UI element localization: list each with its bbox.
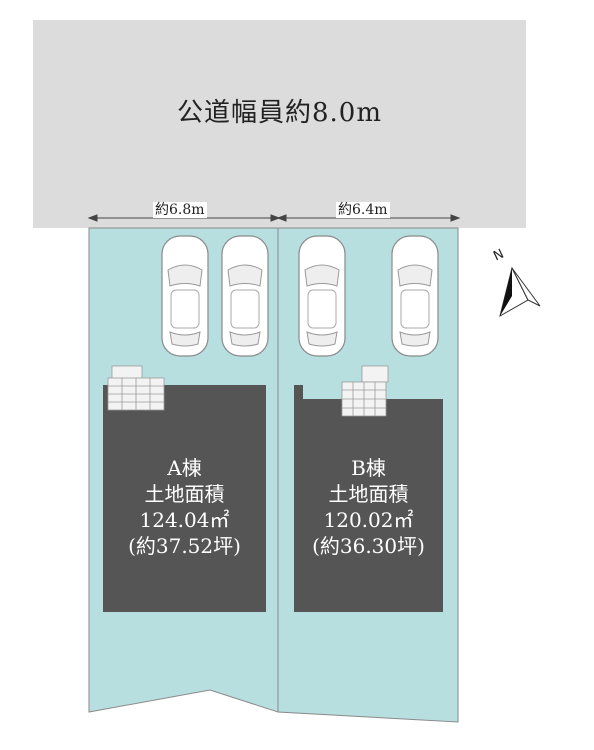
compass-arrow-icon [499, 266, 541, 318]
frontage-width-b: 約6.4m [336, 202, 390, 218]
lot-b-info: B棟 土地面積 120.02㎡ (約36.30坪) [294, 455, 443, 559]
lot-b-area: 120.02㎡ [323, 508, 414, 532]
lot-b-area-label: 土地面積 [328, 482, 409, 506]
lot-a-area-label: 土地面積 [144, 482, 225, 506]
lot-b-name: B棟 [351, 456, 386, 480]
car-a2 [221, 235, 269, 357]
car-b1 [298, 235, 346, 357]
lot-a-name: A棟 [167, 456, 202, 480]
entrance-steps-b [341, 365, 389, 417]
building-a [103, 385, 266, 612]
dimension-line-a [87, 214, 281, 222]
building-b [294, 385, 443, 612]
lot-a-tsubo: (約37.52坪) [128, 534, 241, 558]
lot-a-info: A棟 土地面積 124.04㎡ (約37.52坪) [103, 455, 266, 559]
road-width-label: 公道幅員約8.0m [176, 98, 382, 128]
lot-b-tsubo: (約36.30坪) [312, 534, 425, 558]
frontage-width-a: 約6.8m [153, 202, 207, 218]
entrance-steps-a [107, 365, 165, 411]
dimension-line-b [276, 214, 461, 222]
car-a1 [161, 235, 209, 357]
public-road [33, 20, 526, 228]
lot-a-area: 124.04㎡ [139, 508, 230, 532]
car-b2 [391, 235, 439, 357]
